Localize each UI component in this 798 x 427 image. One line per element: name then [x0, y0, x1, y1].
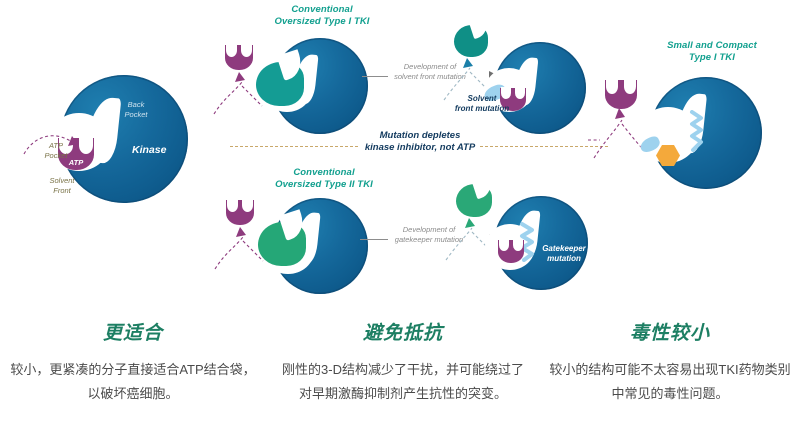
- compact-gatekeeper-zigzag: [690, 110, 703, 152]
- caption-column-2: 避免抵抗 刚性的3-D结构减少了干扰，并可能绕过了对早期激酶抑制剂产生抗性的突变…: [278, 318, 528, 406]
- type1-bound-inhibitor: [256, 49, 306, 106]
- compact-kinase-body: [638, 77, 762, 189]
- type2-mutation-path: [445, 218, 493, 261]
- caption-1-body: 较小，更紧凑的分子直接适合ATP结合袋，以破坏癌细胞。: [10, 362, 256, 402]
- compact-inhibitor-molecule: [656, 145, 680, 166]
- type2-flow-line: [360, 239, 388, 240]
- caption-3-heading: 毒性较小: [629, 323, 710, 344]
- type1-expelled-inhibitor: [454, 15, 491, 57]
- baseline-binding-path: [23, 135, 78, 155]
- type1-mutation-path: [443, 58, 491, 101]
- atp-molecule-label: ATP: [68, 158, 84, 167]
- type1-binding-path: [213, 72, 263, 115]
- type2-expelled-inhibitor: [456, 174, 495, 217]
- type2-binding-path: [214, 227, 264, 270]
- type1-flow-line: [362, 76, 388, 77]
- caption-3-body: 较小的结构可能不太容易出现TKI药物类别中常见的毒性问题。: [549, 362, 791, 402]
- caption-2-body: 刚性的3-D结构减少了干扰，并可能绕过了对早期激酶抑制剂产生抗性的突变。: [282, 362, 524, 402]
- type2-free-atp-molecule: [226, 199, 254, 225]
- caption-2-heading: 避免抵抗: [362, 323, 443, 344]
- compact-free-atp-molecule: [605, 79, 637, 109]
- type2-mutant-bound-atp: [498, 239, 524, 263]
- type1-free-atp-molecule: [225, 44, 253, 70]
- type2-bound-inhibitor: [258, 209, 308, 266]
- divider-line-right: [480, 146, 608, 147]
- kinase-label: Kinase: [132, 144, 167, 156]
- caption-1-heading: 更适合: [102, 323, 163, 344]
- compact-binding-path: [588, 108, 645, 159]
- type1-mutant-bound-atp: [500, 87, 526, 111]
- caption-column-1: 更适合 较小，更紧凑的分子直接适合ATP结合袋，以破坏癌细胞。: [8, 318, 258, 406]
- caption-column-3: 毒性较小 较小的结构可能不太容易出现TKI药物类别中常见的毒性问题。: [545, 318, 795, 406]
- divider-line-left: [230, 146, 358, 147]
- gatekeeper-mutation-zigzag: [520, 222, 534, 262]
- baseline-atp-molecule: ATP: [58, 137, 94, 170]
